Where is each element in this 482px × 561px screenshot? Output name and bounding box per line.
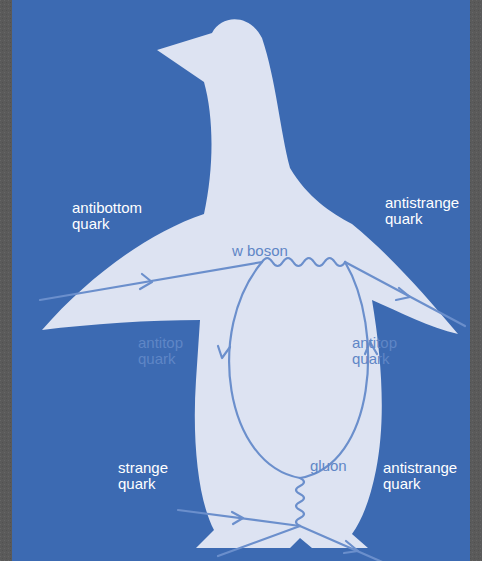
gluon-coil — [296, 478, 304, 526]
arrow-head — [344, 541, 358, 553]
quark-cross-line — [218, 526, 300, 556]
blue-panel — [12, 0, 470, 561]
antitop-left — [229, 262, 300, 478]
antistrange-line — [345, 262, 465, 326]
particle-label: gluon — [310, 458, 370, 474]
antistrange-bottom-line — [300, 526, 412, 561]
antitop-right — [300, 262, 368, 478]
particle-label: antitop quark — [352, 335, 412, 367]
arrow-head — [396, 288, 410, 300]
strange-line — [178, 510, 300, 526]
w-boson-wiggle — [262, 258, 345, 266]
particle-label: antistrange quark — [383, 460, 468, 492]
antibottom-line — [40, 262, 262, 300]
particle-label: w boson — [232, 243, 312, 259]
particle-label: antibottom quark — [72, 200, 162, 232]
arrow-head — [140, 274, 152, 289]
arrow-head — [232, 512, 243, 524]
feynman-lines — [40, 258, 465, 561]
particle-label: strange quark — [118, 460, 188, 492]
arrow-head — [218, 346, 230, 358]
particle-label: antitop quark — [138, 335, 198, 367]
particle-label: antistrange quark — [385, 195, 470, 227]
